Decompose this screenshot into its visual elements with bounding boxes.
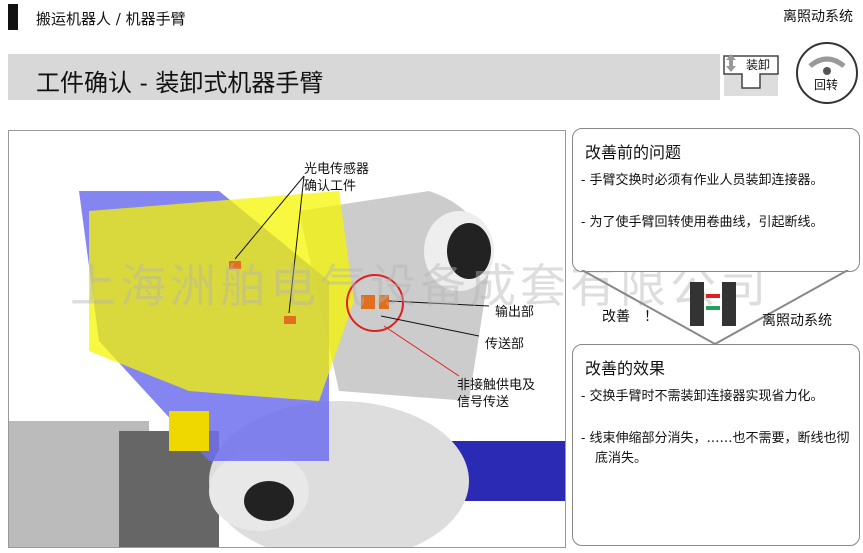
transition-arrow	[581, 270, 849, 346]
robot-arm-illustration: 光电传感器 确认工件 输出部 传送部 非接触供电及 信号传送 world	[8, 130, 566, 548]
label-transfer: 传送部	[485, 337, 525, 352]
load-unload-icon: 装卸	[722, 52, 780, 98]
breadcrumb: 搬运机器人 / 机器手臂	[36, 10, 186, 28]
system-name: 离照动系统	[783, 9, 853, 25]
before-item: - 手臂交换时必须有作业人员装卸连接器。	[581, 173, 824, 188]
after-item-text: 交换手臂时不需装卸连接器实现省力化。	[589, 389, 824, 404]
before-heading: 改善前的问题	[585, 143, 682, 162]
after-heading: 改善的效果	[585, 359, 666, 378]
rotate-label: 回转	[814, 78, 839, 92]
header-bar-marker	[8, 4, 18, 30]
before-item-text: 手臂交换时必须有作业人员装卸连接器。	[589, 173, 824, 188]
world-logo: world	[483, 509, 544, 534]
before-item-text: 为了使手臂回转使用卷曲线，引起断线。	[589, 215, 824, 230]
rotate-icon: 回转	[796, 42, 858, 104]
middle-system-label: 离照动系统	[762, 313, 832, 329]
after-item: - 交换手臂时不需装卸连接器实现省力化。	[581, 389, 824, 404]
after-item: - 线束伸缩部分消失，……也不需要，断线也彻底消失。	[581, 431, 850, 466]
title-bar	[8, 54, 720, 100]
before-improvement-panel: 改善前的问题 - 手臂交换时必须有作业人员装卸连接器。 - 为了使手臂回转使用卷…	[572, 128, 860, 272]
improve-label: 改善 ！	[602, 309, 658, 325]
after-item-text: 线束伸缩部分消失，……也不需要，断线也彻底消失。	[589, 431, 850, 466]
load-label: 装卸	[746, 58, 771, 72]
label-output: 输出部	[495, 305, 535, 320]
label-sensor: 光电传感器 确认工件	[304, 162, 370, 194]
page-title: 工件确认 - 装卸式机器手臂	[36, 69, 324, 97]
before-item: - 为了使手臂回转使用卷曲线，引起断线。	[581, 215, 824, 230]
after-improvement-panel: 改善的效果 - 交换手臂时不需装卸连接器实现省力化。 - 线束伸缩部分消失，………	[572, 344, 860, 546]
label-noncontact: 非接触供电及 信号传送	[457, 378, 536, 410]
